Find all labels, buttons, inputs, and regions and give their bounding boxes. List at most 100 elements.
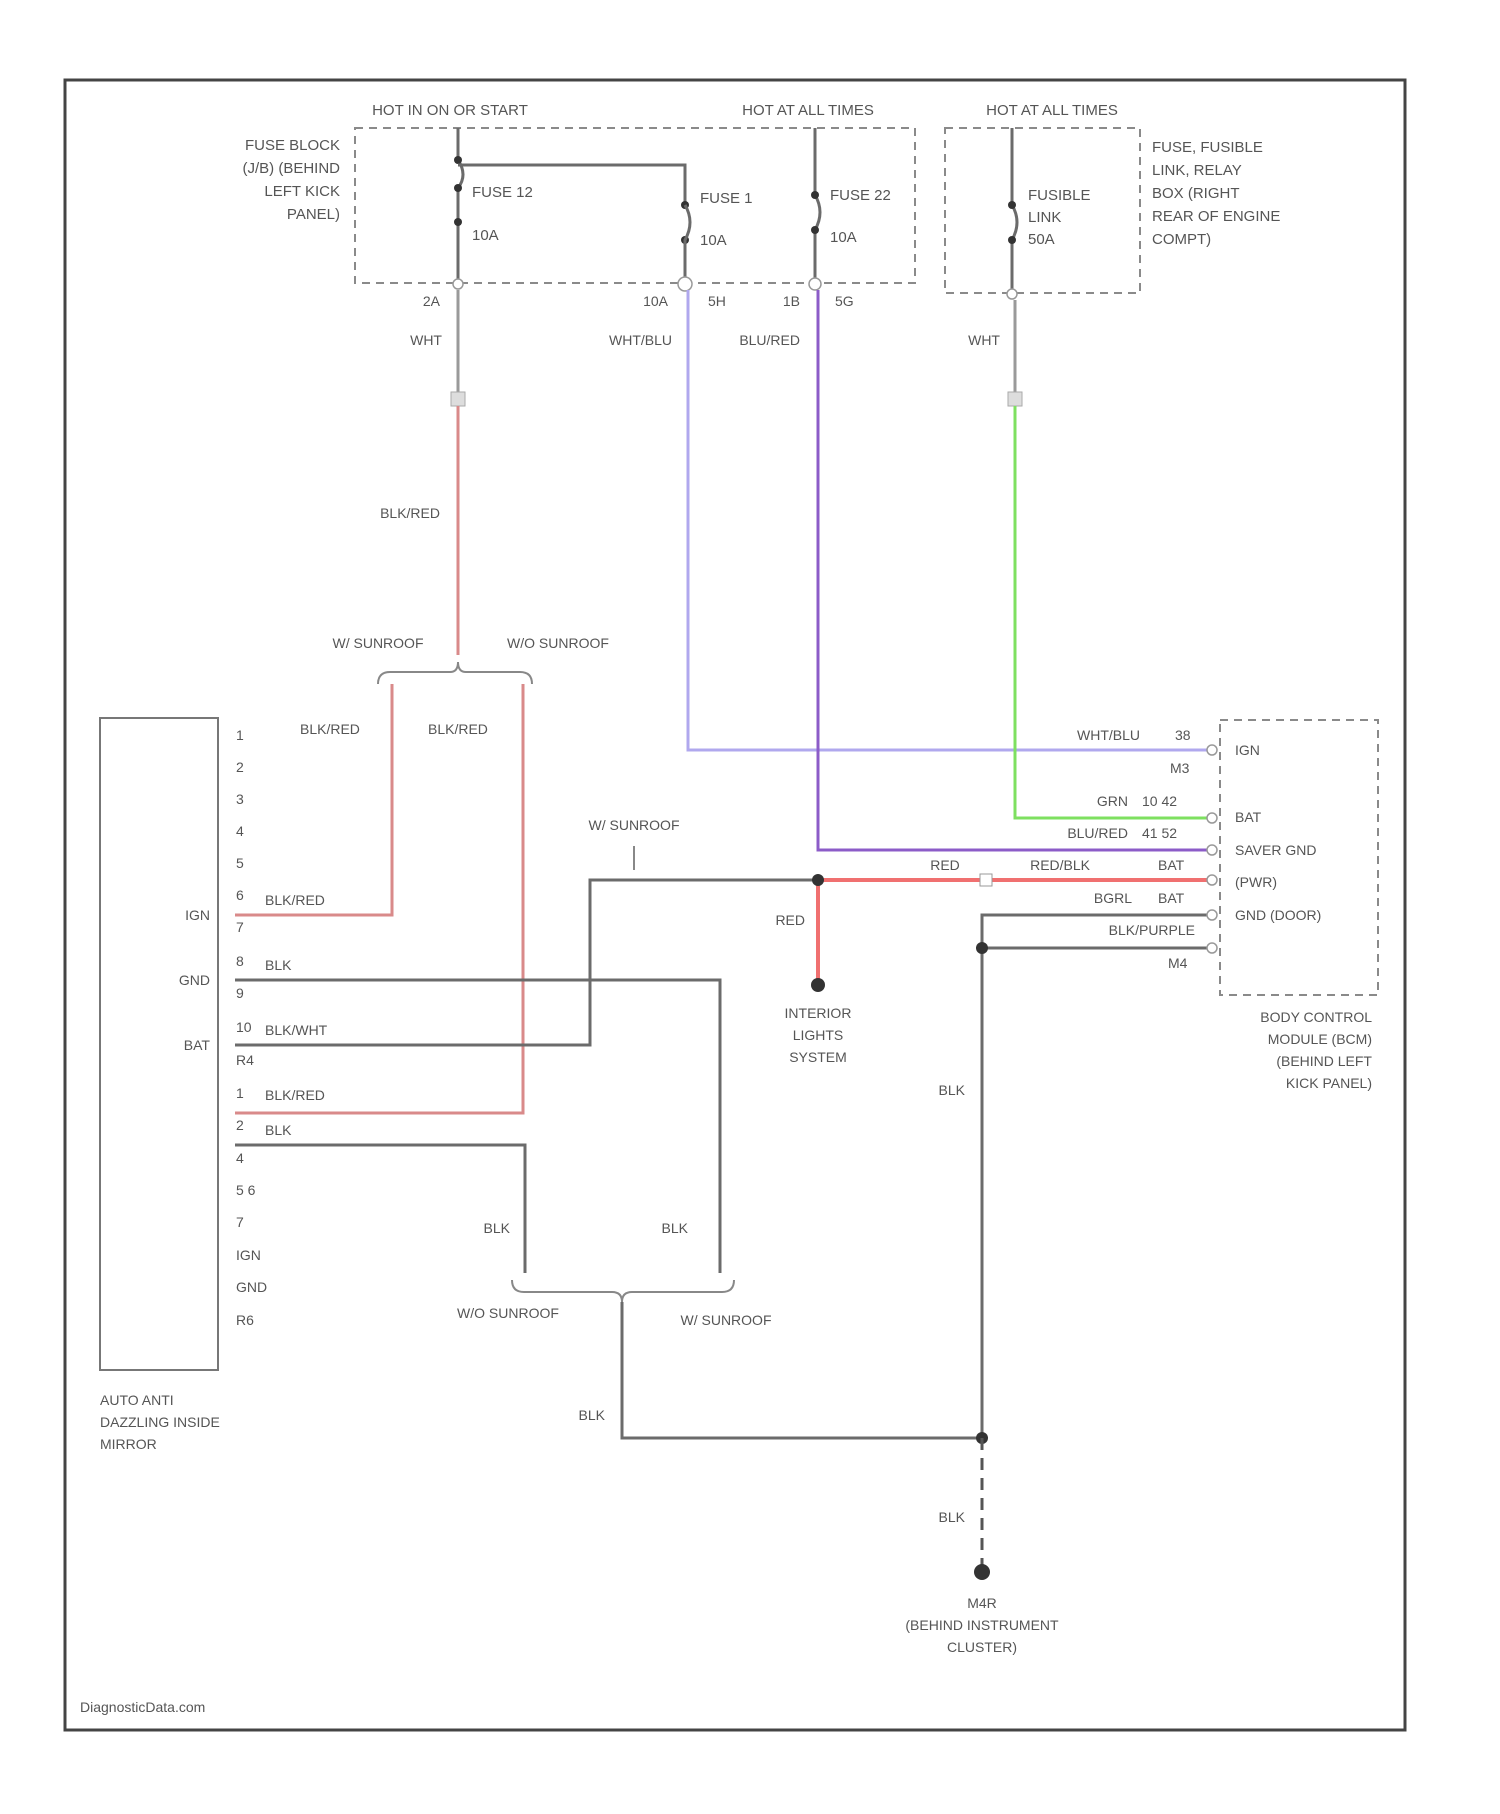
wire-label-red-a: RED	[930, 857, 960, 873]
svg-text:BAT: BAT	[1158, 890, 1185, 906]
svg-text:BLK/WHT: BLK/WHT	[265, 1022, 328, 1038]
svg-text:LEFT KICK: LEFT KICK	[264, 183, 340, 200]
svg-text:SYSTEM: SYSTEM	[789, 1049, 847, 1065]
wire-label-blk-e: BLK	[939, 1509, 966, 1525]
svg-text:(BEHIND INSTRUMENT: (BEHIND INSTRUMENT	[905, 1617, 1059, 1633]
svg-text:FUSE BLOCK: FUSE BLOCK	[245, 137, 340, 154]
pin-5h: 5H	[708, 293, 726, 309]
svg-text:M4R: M4R	[967, 1595, 997, 1611]
svg-text:IGN: IGN	[1235, 742, 1260, 758]
svg-text:1: 1	[236, 1085, 244, 1101]
svg-text:PANEL): PANEL)	[287, 206, 340, 223]
mirror-side-labels: IGN GND BAT	[179, 907, 211, 1053]
junction-red	[812, 874, 824, 886]
wire-blk-red-a	[235, 684, 392, 915]
splice-connector-left	[451, 392, 465, 406]
ground-label: M4R (BEHIND INSTRUMENT CLUSTER)	[905, 1595, 1059, 1655]
red-inline-connector	[980, 874, 992, 886]
svg-text:5: 5	[236, 855, 244, 871]
svg-text:FUSE 1: FUSE 1	[700, 190, 753, 207]
bcm-label: BODY CONTROL MODULE (BCM) (BEHIND LEFT K…	[1260, 1009, 1372, 1091]
svg-text:BLK: BLK	[265, 1122, 292, 1138]
wire-wht-blu	[688, 290, 1212, 750]
svg-text:10: 10	[236, 1019, 252, 1035]
svg-text:LIGHTS: LIGHTS	[793, 1027, 844, 1043]
svg-text:9: 9	[236, 985, 244, 1001]
svg-text:BLK: BLK	[265, 957, 292, 973]
wire-bcm-gnd-door	[982, 915, 1212, 1438]
svg-text:MIRROR: MIRROR	[100, 1436, 157, 1452]
svg-text:10A: 10A	[700, 232, 727, 249]
svg-text:SAVER GND: SAVER GND	[1235, 842, 1316, 858]
svg-text:COMPT): COMPT)	[1152, 231, 1211, 248]
svg-text:(PWR): (PWR)	[1235, 874, 1277, 890]
wire-label-wht-right: WHT	[968, 332, 1000, 348]
wire-label-blu-red: BLU/RED	[739, 332, 800, 348]
wire-label-blk-red-b: BLK/RED	[428, 721, 488, 737]
svg-text:LINK: LINK	[1028, 209, 1061, 226]
mirror-pin-numbers: 1 2 3 4 5 6 7 8 9 10 R4 1 2 4 5 6 7 IGN …	[236, 727, 267, 1328]
svg-text:IGN: IGN	[236, 1247, 261, 1263]
fuse-22: FUSE 22 10A	[811, 128, 891, 282]
hot-in-on-or-start-label: HOT IN ON OR START	[372, 102, 528, 119]
svg-text:FUSE 12: FUSE 12	[472, 184, 533, 201]
svg-text:BODY CONTROL: BODY CONTROL	[1260, 1009, 1372, 1025]
svg-text:AUTO ANTI: AUTO ANTI	[100, 1392, 174, 1408]
pin-5g: 5G	[835, 293, 854, 309]
svg-text:GND: GND	[179, 972, 210, 988]
svg-text:41 52: 41 52	[1142, 825, 1177, 841]
svg-text:(J/B) (BEHIND: (J/B) (BEHIND	[243, 160, 341, 177]
svg-text:3: 3	[236, 791, 244, 807]
svg-text:M3: M3	[1170, 760, 1190, 776]
svg-text:BGRL: BGRL	[1094, 890, 1132, 906]
interior-lights-label: INTERIOR LIGHTS SYSTEM	[785, 1005, 852, 1065]
svg-text:FUSIBLE: FUSIBLE	[1028, 187, 1091, 204]
svg-text:7: 7	[236, 919, 244, 935]
bcm-pins	[1207, 745, 1217, 953]
pin-10a: 10A	[643, 293, 669, 309]
svg-text:BLK/RED: BLK/RED	[265, 892, 325, 908]
svg-text:7: 7	[236, 1214, 244, 1230]
svg-text:M4: M4	[1168, 955, 1188, 971]
svg-text:FUSE, FUSIBLE: FUSE, FUSIBLE	[1152, 139, 1263, 156]
splice-connector-right	[1008, 392, 1022, 406]
svg-text:R6: R6	[236, 1312, 254, 1328]
wire-label-wht-left: WHT	[410, 332, 442, 348]
svg-text:WHT/BLU: WHT/BLU	[1077, 727, 1140, 743]
wire-label-blk-a: BLK	[662, 1220, 689, 1236]
wire-label-blk-c: BLK	[579, 1407, 606, 1423]
pin-2a: 2A	[423, 293, 441, 309]
svg-text:BAT: BAT	[184, 1037, 211, 1053]
label-w-sunroof-top: W/ SUNROOF	[333, 635, 424, 651]
svg-text:GRN: GRN	[1097, 793, 1128, 809]
svg-text:2: 2	[236, 759, 244, 775]
svg-text:BOX (RIGHT: BOX (RIGHT	[1152, 185, 1240, 202]
fusible-link: FUSIBLE LINK 50A	[1008, 128, 1091, 292]
mirror-label: AUTO ANTI DAZZLING INSIDE MIRROR	[100, 1392, 220, 1452]
wire-label-blk-red-main: BLK/RED	[380, 505, 440, 521]
fuse-block-label: FUSE BLOCK (J/B) (BEHIND LEFT KICK PANEL…	[243, 137, 341, 223]
svg-text:BLK/PURPLE: BLK/PURPLE	[1109, 922, 1195, 938]
svg-text:REAR OF ENGINE: REAR OF ENGINE	[1152, 208, 1280, 225]
wire-label-red-b: RED	[775, 912, 805, 928]
label-wo-sunroof-bottom: W/O SUNROOF	[457, 1305, 559, 1321]
svg-text:BAT: BAT	[1235, 809, 1262, 825]
svg-text:6: 6	[236, 887, 244, 903]
svg-text:10A: 10A	[830, 229, 857, 246]
svg-text:GND: GND	[236, 1279, 267, 1295]
wire-blk-to-ground	[622, 1302, 982, 1438]
svg-text:(BEHIND LEFT: (BEHIND LEFT	[1276, 1053, 1372, 1069]
bcm-pin-labels: IGN BAT SAVER GND (PWR) GND (DOOR)	[1235, 742, 1321, 923]
source-watermark: DiagnosticData.com	[80, 1699, 205, 1715]
pin-1b: 1B	[783, 293, 800, 309]
svg-text:BAT: BAT	[1158, 857, 1185, 873]
ground-point-m4r	[974, 1564, 990, 1580]
fuse-1: FUSE 1 10A	[681, 190, 753, 282]
svg-text:10A: 10A	[472, 227, 499, 244]
svg-text:38: 38	[1175, 727, 1191, 743]
svg-text:IGN: IGN	[185, 907, 210, 923]
svg-text:BLK/RED: BLK/RED	[265, 1087, 325, 1103]
wire-blk-gnd-b	[235, 1145, 525, 1273]
svg-text:4: 4	[236, 1150, 244, 1166]
